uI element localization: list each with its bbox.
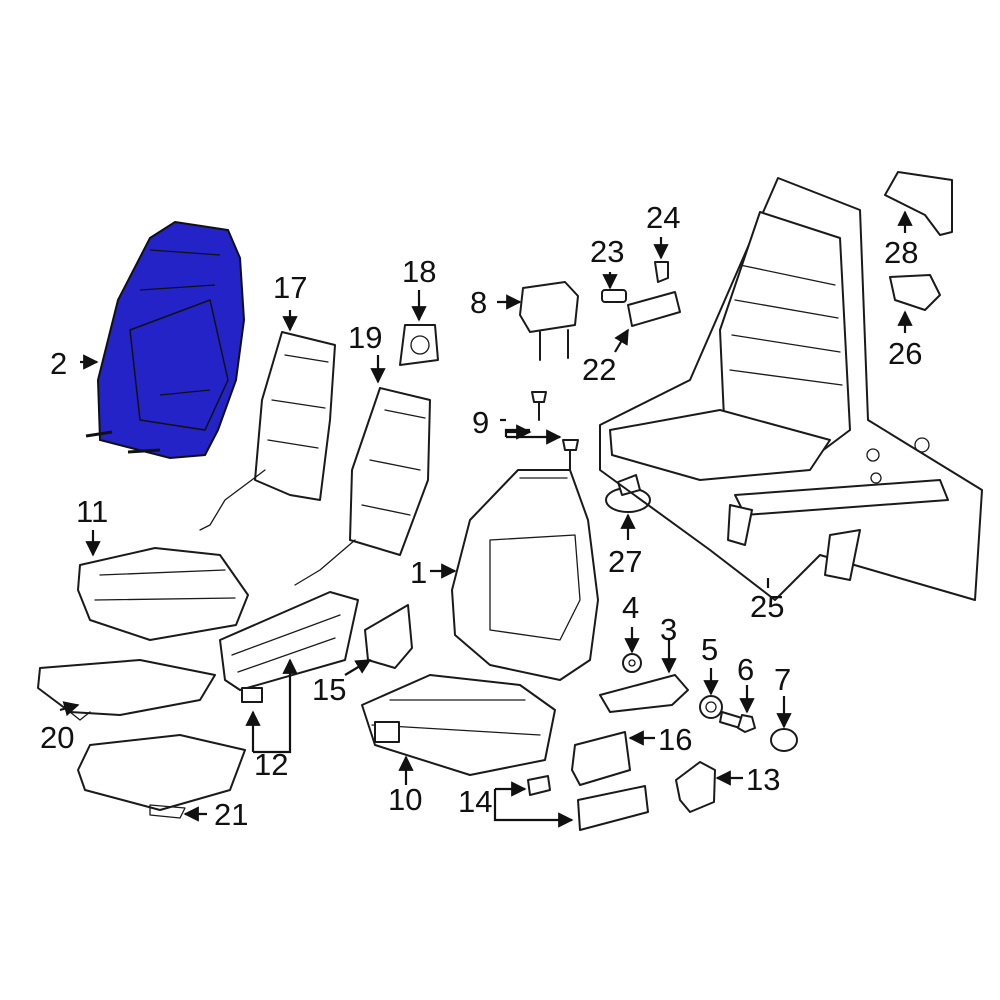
callout-26: 26: [888, 336, 922, 371]
part-22-switch[interactable]: [627, 291, 681, 327]
callout-23: 23: [590, 234, 624, 269]
callout-8: 8: [470, 285, 487, 320]
part-19-heater[interactable]: [294, 387, 431, 586]
callout-4: 4: [622, 590, 639, 625]
part-3-trim[interactable]: [599, 674, 689, 713]
part-5-washer[interactable]: [699, 695, 723, 719]
part-21-cushion-pad[interactable]: [77, 734, 246, 819]
callout-27: 27: [608, 544, 642, 579]
part-8-headrest[interactable]: [519, 281, 579, 361]
part-10-seat-cushion[interactable]: [361, 674, 556, 776]
part-2-seat-back-cover[interactable]: [85, 220, 246, 460]
callouts: 2 1 3 4 5 6 7 8 9 10 11 12 13 14 15 16 1…: [40, 200, 922, 832]
part-20-cushion-pad[interactable]: [37, 659, 216, 721]
part-11-cushion-cover[interactable]: [77, 547, 249, 641]
callout-28: 28: [884, 235, 918, 270]
part-17-heater[interactable]: [199, 331, 336, 531]
callout-10: 10: [388, 782, 422, 817]
part-9-guides[interactable]: [531, 391, 579, 471]
callout-21: 21: [214, 797, 248, 832]
part-27-motor[interactable]: [605, 474, 651, 513]
callout-5: 5: [701, 632, 718, 667]
part-13-cover[interactable]: [675, 761, 716, 813]
callout-18: 18: [402, 254, 436, 289]
callout-16: 16: [658, 722, 692, 757]
part-6-bolt[interactable]: [719, 711, 756, 733]
callout-20: 20: [40, 720, 74, 755]
callout-7: 7: [774, 662, 791, 697]
part-26-motor[interactable]: [889, 274, 941, 311]
callout-1: 1: [410, 555, 427, 590]
callout-24: 24: [646, 200, 680, 235]
callout-17: 17: [273, 270, 307, 305]
leader-lines: [59, 210, 913, 828]
callout-2: 2: [50, 346, 67, 381]
part-28-cover[interactable]: [884, 171, 953, 236]
part-15-bracket[interactable]: [364, 604, 413, 669]
callout-15: 15: [312, 672, 346, 707]
part-14-trim[interactable]: [527, 775, 649, 831]
callout-6: 6: [737, 652, 754, 687]
part-4-washer[interactable]: [622, 653, 642, 673]
part-25-frame[interactable]: [599, 177, 983, 601]
part-23-knob[interactable]: [601, 289, 627, 303]
callout-3: 3: [660, 612, 677, 647]
part-16-bracket[interactable]: [571, 731, 631, 786]
part-18-cover[interactable]: [399, 324, 439, 366]
part-12-side-trim[interactable]: [219, 591, 359, 703]
part-7-cap[interactable]: [770, 728, 798, 752]
callout-12: 12: [254, 747, 288, 782]
callout-13: 13: [746, 762, 780, 797]
part-1-seat-back[interactable]: [451, 469, 599, 681]
callout-22: 22: [582, 352, 616, 387]
part-24-knob[interactable]: [654, 261, 669, 283]
callout-14: 14: [458, 784, 492, 819]
callout-11: 11: [76, 494, 108, 529]
callout-9: 9: [472, 405, 489, 440]
callout-19: 19: [348, 320, 382, 355]
callout-25: 25: [750, 589, 784, 624]
